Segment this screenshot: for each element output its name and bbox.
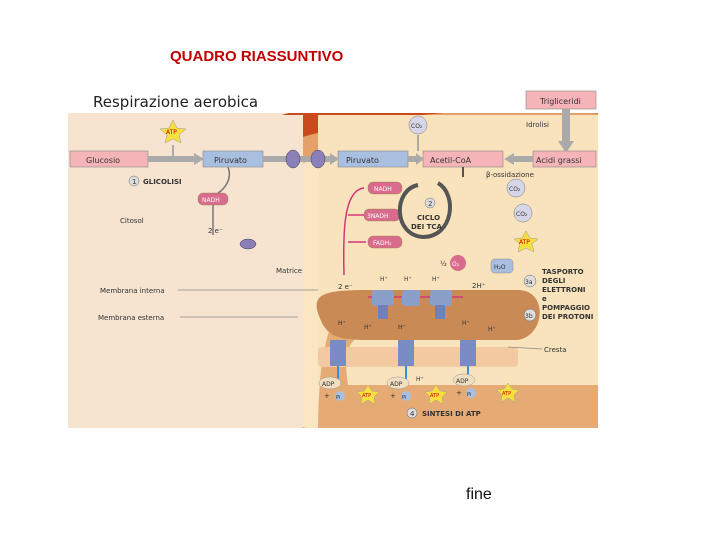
complex-2 — [402, 290, 420, 306]
svg-text:ATP: ATP — [166, 129, 177, 136]
plus-1: + — [324, 392, 330, 400]
diagram-heading: Respirazione aerobica — [93, 93, 258, 111]
h-plus-4: H⁺ — [338, 320, 346, 327]
svg-text:CO₂: CO₂ — [509, 186, 521, 193]
respiration-diagram: Respirazione aerobica Trigliceridi Idrol… — [68, 85, 598, 435]
svg-text:H₂O: H₂O — [494, 264, 506, 271]
two-e-matrix: 2 e⁻ — [338, 283, 353, 291]
nadh3-matrix: 3NADH — [364, 209, 400, 221]
svg-text:CICLO: CICLO — [417, 214, 440, 222]
svg-text:Glucosio: Glucosio — [86, 156, 120, 165]
label-membrana-interna: Membrana interna — [100, 287, 165, 295]
lower-band — [318, 347, 518, 367]
half-o2: ½ — [440, 260, 447, 268]
svg-text:ATP: ATP — [519, 239, 530, 246]
trasporto-line5: POMPAGGIO — [542, 304, 590, 312]
svg-text:ATP: ATP — [362, 393, 371, 399]
svg-text:3NADH: 3NADH — [367, 213, 389, 220]
footer-text: fine — [466, 486, 492, 504]
svg-text:Pi: Pi — [336, 395, 340, 401]
trasporto-line6: DEI PROTONI — [542, 313, 593, 321]
svg-text:ADP: ADP — [322, 381, 335, 388]
pi-3: Pi — [466, 388, 476, 398]
label-membrana-esterna: Membrana esterna — [98, 314, 164, 322]
adp-2: ADP — [387, 377, 409, 389]
trasporto-line3: ELETTRONI — [542, 286, 586, 294]
svg-text:Piruvato: Piruvato — [214, 156, 247, 165]
trasporto-line4: e — [542, 295, 547, 303]
box-piruvato-1: Piruvato — [203, 151, 263, 167]
step3b-label: 3b — [525, 313, 533, 320]
svg-text:FADH₂: FADH₂ — [373, 240, 392, 247]
transporter-outer — [286, 150, 300, 168]
label-matrice: Matrice — [276, 267, 302, 275]
step4-label: SINTESI DI ATP — [422, 410, 481, 418]
box-acetil-coa: Acetil-CoA — [423, 151, 503, 167]
adp-3: ADP — [453, 374, 475, 386]
svg-text:DEI TCA: DEI TCA — [411, 223, 443, 231]
nadh-shuttle-outer — [240, 239, 256, 249]
trasporto-line1: TASPORTO — [542, 268, 584, 276]
label-idrolisi: Idrolisi — [526, 121, 549, 129]
co2-right-2: CO₂ — [514, 204, 532, 222]
svg-text:Acetil-CoA: Acetil-CoA — [430, 156, 472, 165]
svg-text:ADP: ADP — [456, 378, 469, 385]
label-cresta: Cresta — [544, 346, 567, 354]
pi-2: Pi — [401, 391, 411, 401]
svg-text:2: 2 — [428, 200, 432, 208]
svg-text:Pi: Pi — [402, 395, 406, 401]
step1-num: 1 — [132, 178, 136, 186]
box-glucosio: Glucosio — [70, 151, 148, 167]
h-plus-1: H⁺ — [380, 276, 388, 283]
h-plus-8: H⁺ — [488, 326, 496, 333]
svg-text:ATP: ATP — [502, 391, 511, 397]
step1-label: GLICOLISI — [143, 178, 182, 186]
plus-3: + — [456, 389, 462, 397]
plus-2: + — [390, 392, 396, 400]
svg-text:Piruvato: Piruvato — [346, 156, 379, 165]
svg-text:ADP: ADP — [390, 381, 403, 388]
h-plus-2: H⁺ — [404, 276, 412, 283]
svg-text:Trigliceridi: Trigliceridi — [539, 97, 581, 106]
bottom-white — [68, 428, 598, 435]
step4-num: 4 — [410, 410, 415, 418]
svg-text:Pi: Pi — [467, 392, 471, 398]
svg-text:CO₂: CO₂ — [411, 123, 423, 130]
h2o-molecule: H₂O — [491, 259, 513, 273]
trasporto-line2: DEGLI — [542, 277, 565, 285]
label-beta-ossidazione: β-ossidazione — [486, 171, 534, 179]
h-plus-3: H⁺ — [432, 276, 440, 283]
svg-text:NADH: NADH — [374, 186, 392, 193]
svg-text:ATP: ATP — [430, 393, 439, 399]
two-e-cytosol: 2 e⁻ — [208, 227, 223, 235]
fadh2-matrix: FADH₂ — [368, 236, 402, 248]
h-plus-bottom: H⁺ — [416, 376, 424, 383]
label-citosol: Citosol — [120, 217, 144, 225]
box-piruvato-2: Piruvato — [338, 151, 408, 167]
svg-text:CO₂: CO₂ — [516, 211, 528, 218]
o2-molecule: O₂ — [450, 255, 466, 271]
two-h: 2H⁺ — [472, 282, 486, 290]
adp-1: ADP — [319, 377, 341, 389]
pi-1: Pi — [335, 391, 345, 401]
box-acidi-grassi: Acidi grassi — [533, 151, 596, 167]
nadh-matrix: NADH — [368, 182, 402, 194]
nadh-cytosol: NADH — [198, 193, 228, 205]
box-trigliceridi: Trigliceridi — [526, 91, 596, 109]
co2-right: CO₂ — [507, 179, 525, 197]
svg-text:NADH: NADH — [202, 197, 220, 204]
slide-title: QUADRO RIASSUNTIVO — [170, 48, 343, 65]
h-plus-5: H⁺ — [364, 324, 372, 331]
h-plus-7: H⁺ — [462, 320, 470, 327]
svg-text:O₂: O₂ — [452, 261, 460, 268]
svg-text:Acidi grassi: Acidi grassi — [536, 156, 582, 165]
step3a-label: 3a — [525, 279, 533, 286]
h-plus-6: H⁺ — [398, 324, 406, 331]
co2-top: CO₂ — [409, 116, 427, 134]
transporter-inner — [311, 150, 325, 168]
